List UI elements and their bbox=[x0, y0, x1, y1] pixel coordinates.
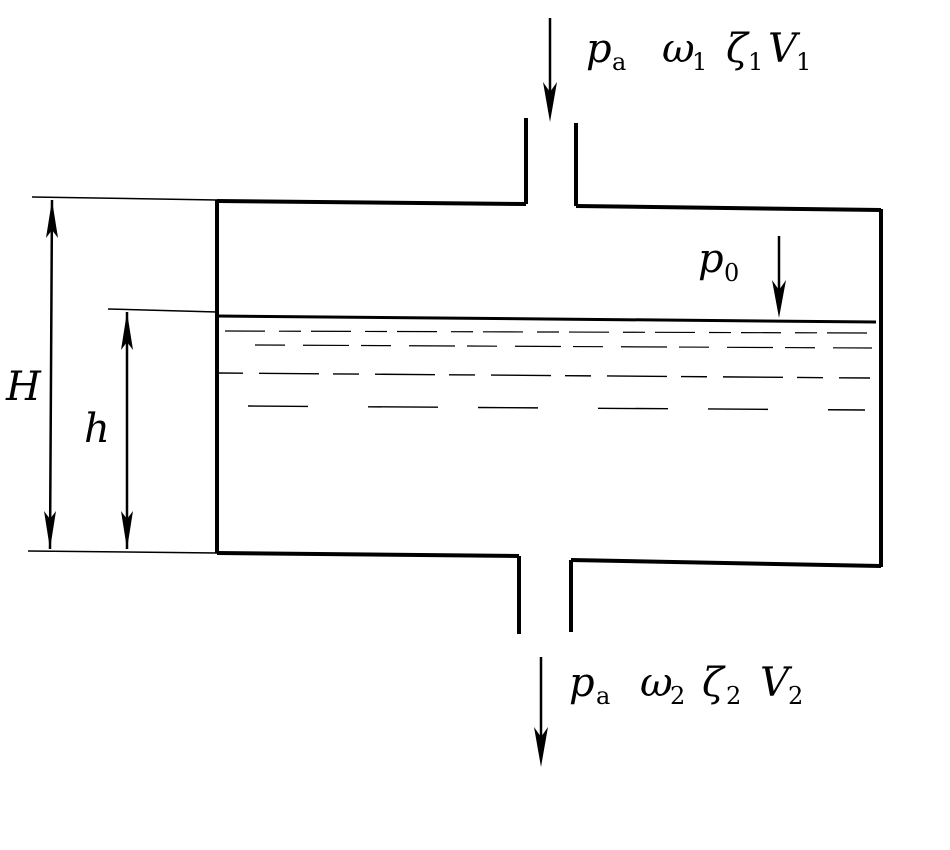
inlet-zeta-subscript: 1 bbox=[748, 48, 763, 76]
water-hatch-2 bbox=[254, 344, 873, 349]
H-dimension-line bbox=[48, 199, 54, 550]
p0-symbol: p bbox=[698, 236, 724, 282]
inlet-arrow-icon bbox=[543, 82, 557, 122]
dimension-lines bbox=[27, 196, 218, 554]
outlet-arrow-icon bbox=[534, 727, 548, 767]
H-arrow-up-icon bbox=[46, 200, 58, 238]
outlet-v-symbol: V bbox=[760, 660, 793, 706]
tank-bottom-right bbox=[570, 558, 882, 568]
outlet-omega-symbol: ω bbox=[640, 660, 673, 706]
outlet-omega-subscript: 2 bbox=[670, 682, 685, 710]
inlet-zeta-symbol: ζ bbox=[726, 26, 750, 72]
tank-bottom-left bbox=[216, 551, 520, 558]
H-label: H bbox=[5, 364, 42, 410]
H-top-extension bbox=[31, 196, 218, 201]
water-hatch-4 bbox=[247, 405, 866, 411]
outlet-zeta-symbol: ζ bbox=[702, 660, 726, 706]
flow-arrows bbox=[534, 18, 786, 767]
h-arrow-up-icon bbox=[121, 312, 133, 350]
outlet-v-subscript: 2 bbox=[788, 682, 803, 710]
outlet-pa-symbol: p bbox=[569, 660, 595, 706]
inlet-omega-subscript: 1 bbox=[692, 48, 707, 76]
water-hatch-1 bbox=[224, 330, 873, 334]
p0-subscript: 0 bbox=[724, 259, 739, 287]
inlet-omega-symbol: ω bbox=[662, 26, 695, 72]
H-arrow-down-icon bbox=[44, 511, 56, 549]
outlet-zeta-subscript: 2 bbox=[726, 682, 741, 710]
p0-label: p 0 bbox=[698, 236, 739, 287]
outlet-pa-subscript: a bbox=[596, 682, 610, 710]
water bbox=[216, 314, 877, 411]
base-extension bbox=[27, 550, 218, 554]
water-hatch-3 bbox=[216, 372, 871, 379]
inlet-v-subscript: 1 bbox=[796, 48, 811, 76]
inlet-pipe bbox=[524, 118, 578, 206]
outlet-label: p a ω 2 ζ 2 V 2 bbox=[569, 660, 803, 710]
inlet-pa-subscript: a bbox=[612, 48, 626, 76]
tank-top-right bbox=[575, 204, 882, 212]
h-top-extension bbox=[107, 308, 218, 313]
water-surface bbox=[216, 314, 877, 324]
tank bbox=[215, 199, 883, 568]
inlet-pa-symbol: p bbox=[586, 26, 612, 72]
dimension-arrowheads bbox=[44, 200, 133, 549]
outlet-pipe bbox=[517, 556, 573, 634]
inlet-v-symbol: V bbox=[768, 26, 801, 72]
inlet-label: p a ω 1 ζ 1 V 1 bbox=[586, 26, 811, 76]
tank-top-left bbox=[216, 199, 527, 206]
p0-arrow-icon bbox=[772, 280, 786, 318]
h-arrow-down-icon bbox=[121, 511, 133, 549]
h-label: h bbox=[84, 406, 110, 452]
